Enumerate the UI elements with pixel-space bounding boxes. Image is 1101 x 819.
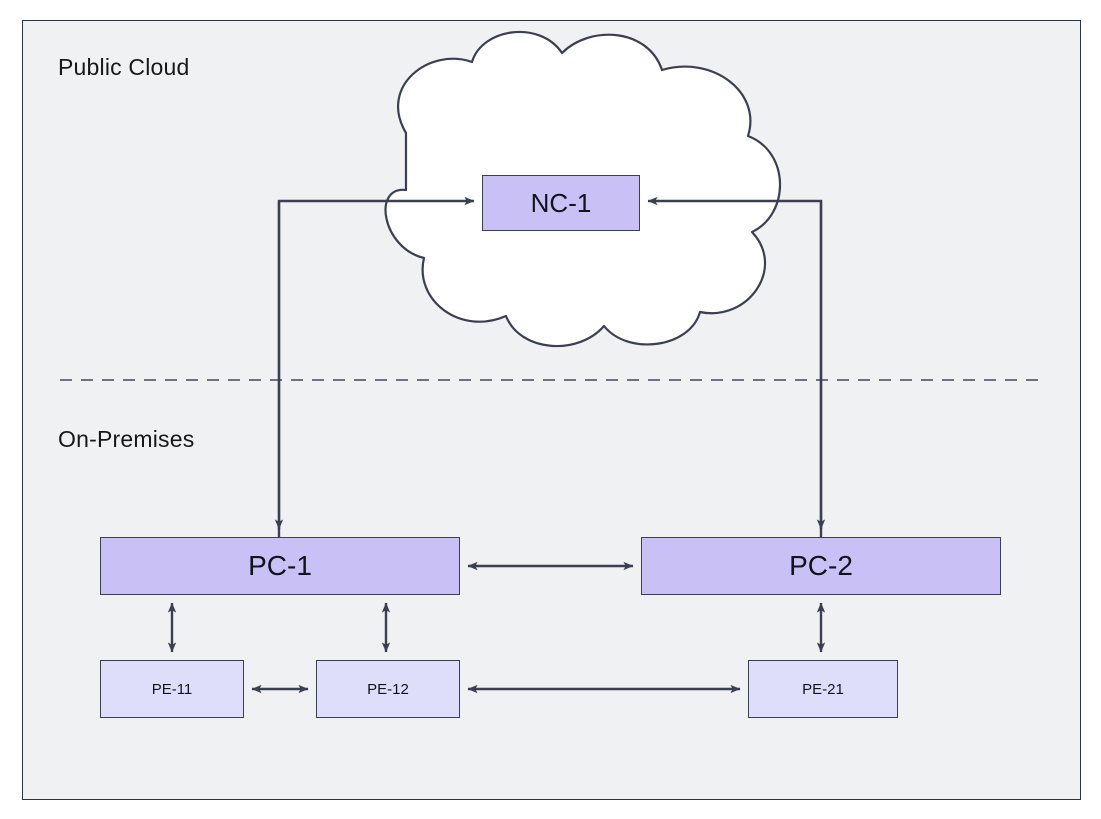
node-pe21[interactable]: PE-21	[748, 660, 898, 718]
node-pe12[interactable]: PE-12	[316, 660, 460, 718]
zone-label-public-cloud: Public Cloud	[58, 54, 190, 80]
node-pc2[interactable]: PC-2	[641, 537, 1001, 595]
node-pe11[interactable]: PE-11	[100, 660, 244, 718]
node-pc1[interactable]: PC-1	[100, 537, 460, 595]
node-nc1[interactable]: NC-1	[482, 175, 640, 231]
zone-label-on-premises: On-Premises	[58, 426, 195, 452]
